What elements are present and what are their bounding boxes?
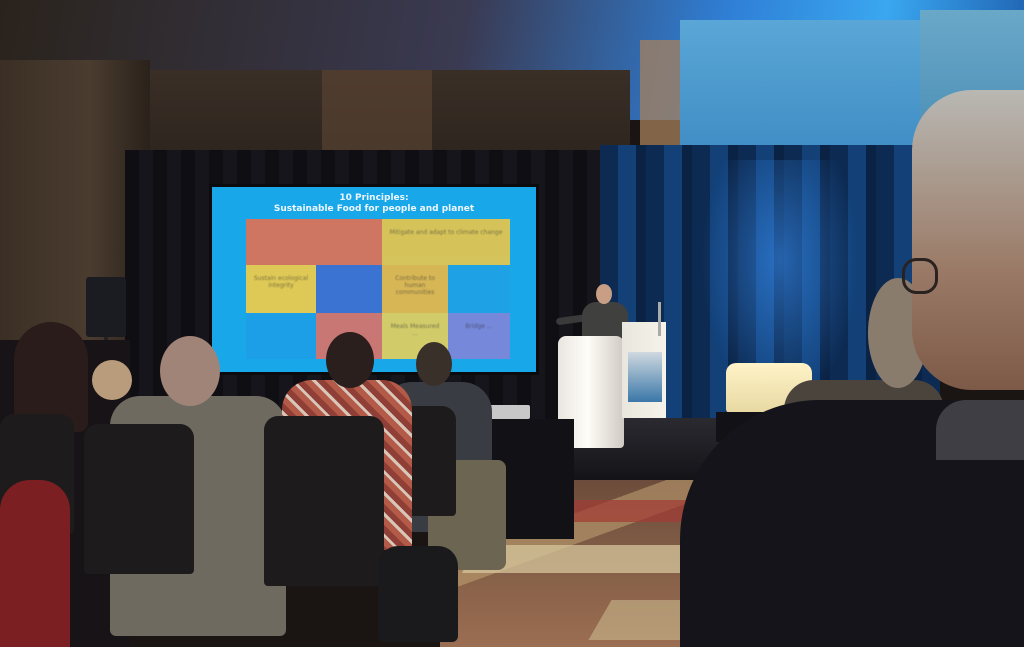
audience-chair <box>264 416 384 586</box>
audience-member-head <box>416 342 452 386</box>
puzzle-piece <box>246 313 316 359</box>
puzzle-piece <box>448 265 510 313</box>
piece-text: Meals Measured ... <box>390 323 440 337</box>
piece-text: Mitigate and adapt to climate change <box>389 229 503 236</box>
audience-member-head <box>92 360 132 400</box>
wall-panel <box>322 70 432 160</box>
puzzle-piece: Mitigate and adapt to climate change <box>382 219 510 265</box>
piece-text: Bridge ... <box>465 323 493 330</box>
slide-title-line1: 10 Principles: <box>339 193 409 203</box>
presenter <box>582 302 628 342</box>
audience-chair <box>84 424 194 574</box>
podium-banner <box>628 352 662 402</box>
piece-text: Contribute to human communities <box>395 275 435 296</box>
presenter-head <box>596 284 612 304</box>
foreground-audience-head <box>912 90 1024 390</box>
microphone-stand <box>658 302 661 336</box>
puzzle-piece <box>316 265 382 313</box>
upper-window <box>680 20 940 160</box>
eyeglasses <box>902 258 938 294</box>
audience-member <box>0 480 70 647</box>
audience-member-head <box>326 332 374 388</box>
shirt-collar <box>936 400 1024 460</box>
audience-member-head <box>160 336 220 406</box>
puzzle-piece: Bridge ... <box>448 313 510 359</box>
audience-member <box>14 322 88 432</box>
projection-screen: 10 Principles: Sustainable Food for peop… <box>212 187 536 372</box>
puzzle-piece: Sustain ecological integrity <box>246 265 316 313</box>
backpack <box>378 546 458 642</box>
loudspeaker <box>86 277 126 337</box>
piece-text: Sustain ecological integrity <box>253 275 309 289</box>
slide-title-line2: Sustainable Food for people and planet <box>273 204 475 214</box>
puzzle-piece: Meals Measured ... <box>382 313 448 359</box>
wall-panel <box>640 40 680 165</box>
puzzle-piece: Contribute to human communities <box>382 265 448 313</box>
slide-title: 10 Principles: Sustainable Food for peop… <box>212 193 536 215</box>
puzzle-piece <box>246 219 382 265</box>
